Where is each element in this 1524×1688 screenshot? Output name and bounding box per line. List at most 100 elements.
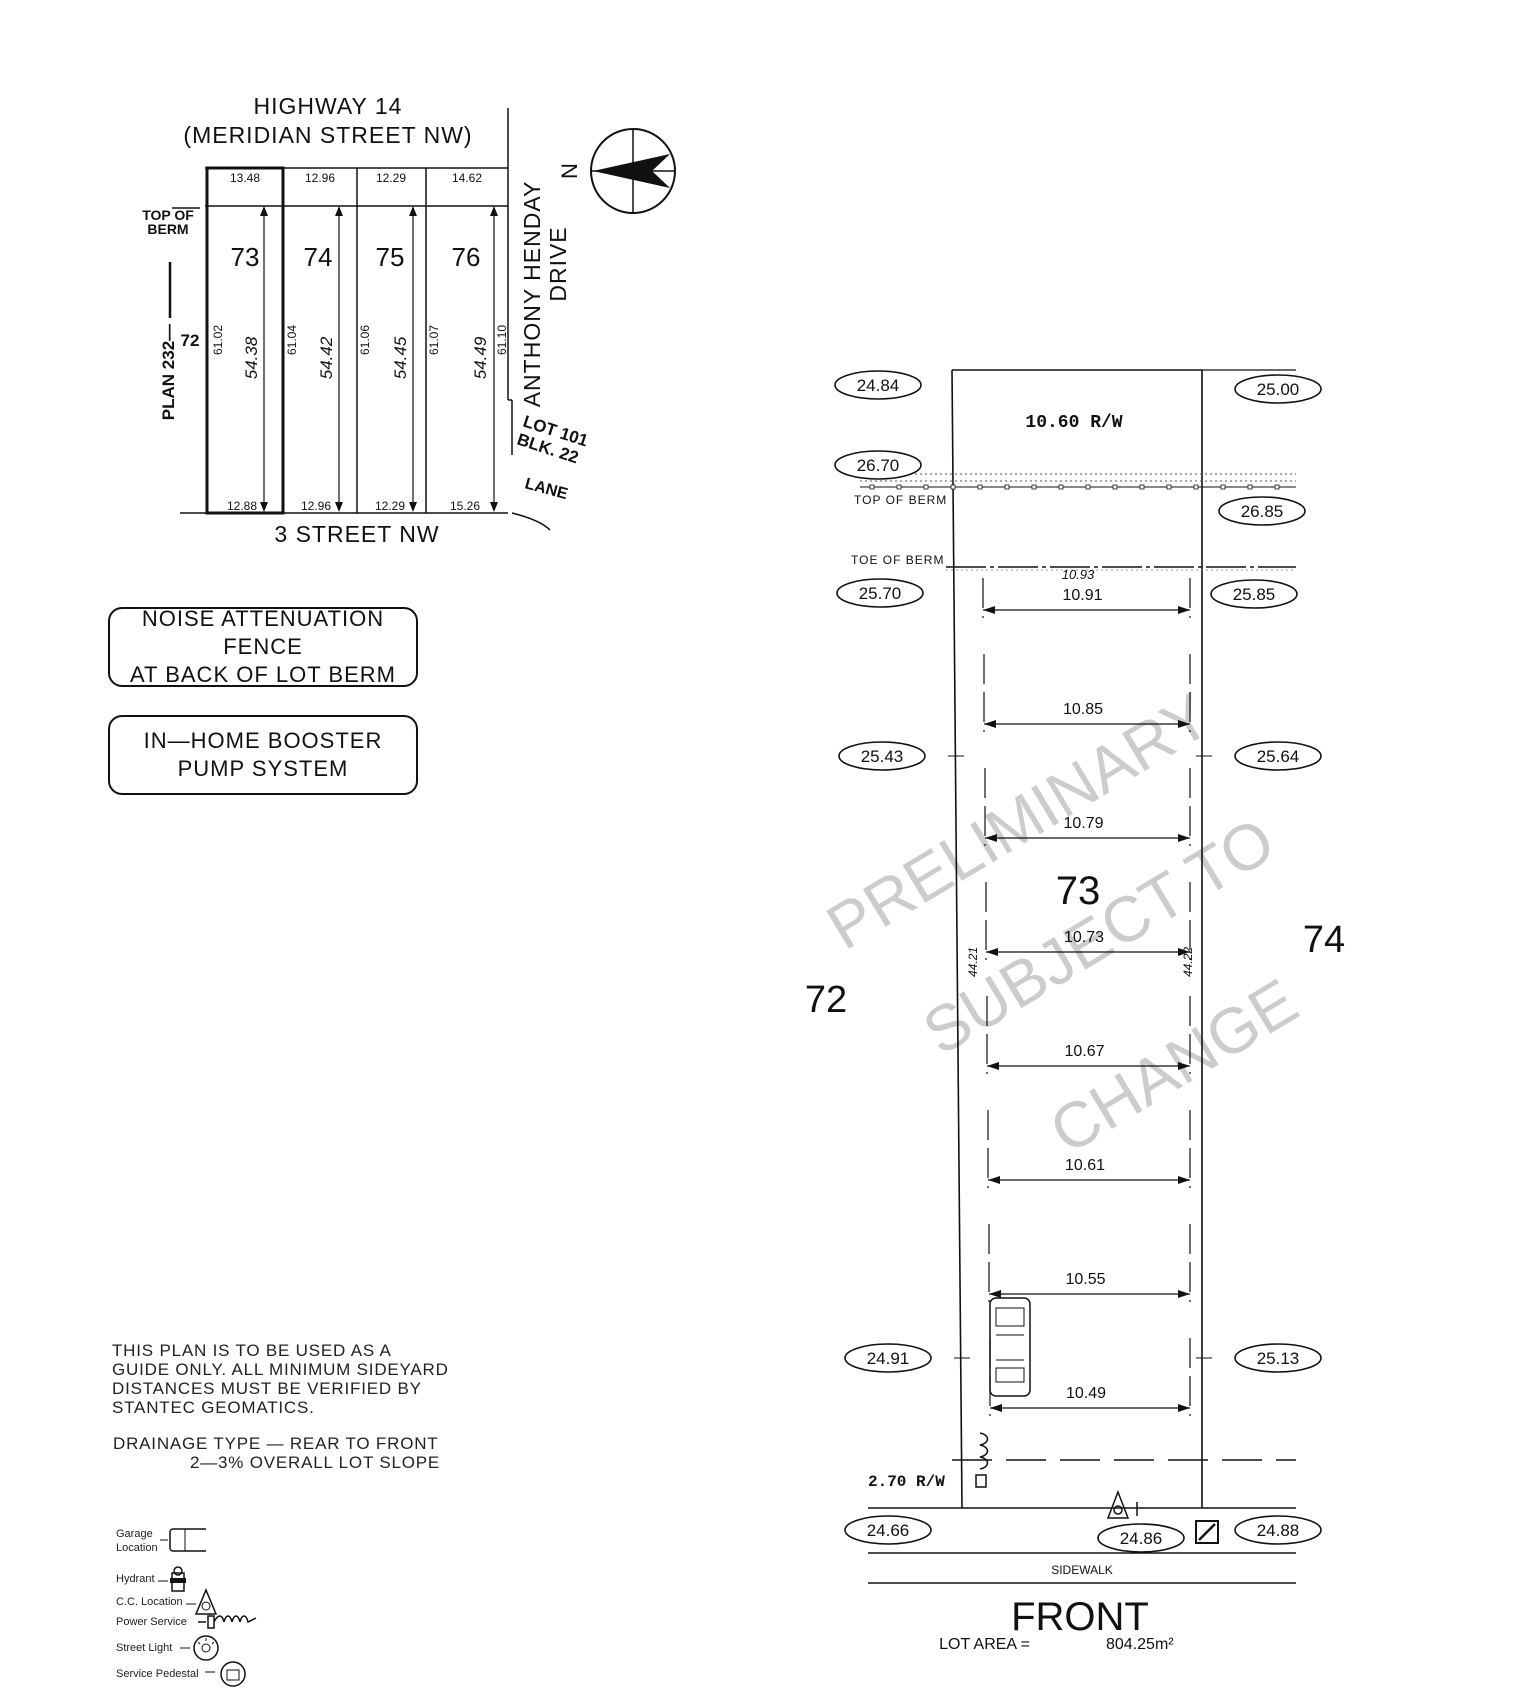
front-rw-label: 2.70 R/W bbox=[868, 1473, 945, 1491]
booster-pump-line1: IN—HOME BOOSTER bbox=[143, 728, 383, 753]
hydrant-icon bbox=[157, 1566, 186, 1592]
key-lot-75-side-dim: 61.06 bbox=[358, 325, 372, 355]
fence-note-line1: NOISE ATTENUATION FENCE bbox=[141, 606, 385, 659]
side-depth-left: 44.21 bbox=[966, 947, 980, 977]
svg-text:24.66: 24.66 bbox=[867, 1521, 910, 1540]
legend-cc-label: C.C. Location bbox=[116, 1596, 183, 1608]
svg-text:24.84: 24.84 bbox=[857, 376, 900, 395]
key-top-of-berm-2: BERM bbox=[147, 221, 188, 237]
key-bottom-street: 3 STREET NW bbox=[274, 521, 439, 547]
fence-posts bbox=[869, 484, 1280, 490]
elevation-mid-right: 25.64 bbox=[1234, 741, 1322, 771]
legend-service-pedestal: Service Pedestal bbox=[116, 1660, 257, 1688]
key-lot-76-number: 76 bbox=[452, 242, 481, 272]
width-dim-3: 10.79 bbox=[1063, 815, 1103, 832]
top-of-berm-label: TOP OF BERM bbox=[854, 493, 947, 507]
booster-pump-note-box: IN—HOME BOOSTER PUMP SYSTEM bbox=[108, 715, 418, 795]
garage-location-icon bbox=[989, 1297, 1031, 1397]
key-lot-75-bottom-dim: 12.29 bbox=[375, 499, 405, 513]
sidewalk-label: SIDEWALK bbox=[1051, 1563, 1113, 1577]
legend-street-light-label: Street Light bbox=[116, 1642, 173, 1654]
lot-slope: 2—3% OVERALL LOT SLOPE bbox=[190, 1453, 441, 1472]
key-lane-label: LANE bbox=[523, 475, 570, 503]
key-lot-73-outline bbox=[205, 166, 285, 515]
key-lot-73-depth: 54.38 bbox=[242, 336, 261, 379]
legend-power-label: Power Service bbox=[116, 1616, 187, 1628]
width-dim-1: 10.91 bbox=[1062, 587, 1102, 604]
key-lot-72-number: 72 bbox=[181, 331, 200, 350]
key-lot-74-number: 74 bbox=[304, 242, 333, 272]
toe-of-berm-label: TOE OF BERM bbox=[851, 553, 944, 567]
elevation-rear-right: 25.00 bbox=[1234, 374, 1322, 404]
legend-hydrant-label: Hydrant bbox=[116, 1573, 155, 1585]
elevation-mid-left: 25.43 bbox=[838, 741, 926, 771]
lot-left-boundary bbox=[951, 369, 963, 1509]
key-plan: HIGHWAY 14 (MERIDIAN STREET NW) 13.48 12… bbox=[142, 93, 676, 547]
guide-disclaimer: THIS PLAN IS TO BE USED AS A GUIDE ONLY.… bbox=[112, 1341, 449, 1417]
cc-location-icon bbox=[1106, 1489, 1138, 1519]
legend-hydrant: Hydrant bbox=[116, 1565, 192, 1593]
elevation-berm-right: 26.85 bbox=[1218, 496, 1306, 526]
power-service-icon bbox=[975, 1432, 989, 1488]
width-dim-6: 10.61 bbox=[1065, 1157, 1105, 1174]
svg-text:24.88: 24.88 bbox=[1257, 1521, 1300, 1540]
elevation-street-left: 24.66 bbox=[844, 1515, 932, 1545]
power-service-icon bbox=[197, 1615, 257, 1629]
key-lot-74-bottom-dim: 12.96 bbox=[301, 499, 331, 513]
north-arrow-icon bbox=[590, 128, 676, 214]
highway-title: HIGHWAY 14 bbox=[254, 93, 403, 119]
north-label: N bbox=[557, 163, 582, 179]
neighbor-lot-left: 72 bbox=[805, 979, 847, 1021]
svg-text:25.70: 25.70 bbox=[859, 584, 902, 603]
svg-text:25.64: 25.64 bbox=[1257, 747, 1300, 766]
width-dim-7: 10.55 bbox=[1065, 1271, 1105, 1288]
legend-cc-location: C.C. Location bbox=[116, 1588, 222, 1616]
legend-garage-label: Garage Location bbox=[116, 1528, 158, 1554]
berm-width-dim: 10.93 bbox=[1062, 567, 1095, 582]
elevation-street-right: 24.88 bbox=[1234, 1515, 1322, 1545]
key-lot-75-number: 75 bbox=[376, 242, 405, 272]
elevation-toe-right: 25.85 bbox=[1210, 579, 1298, 609]
key-lot-74-side-dim: 61.04 bbox=[285, 325, 299, 355]
legend-pedestal-label: Service Pedestal bbox=[116, 1668, 199, 1680]
svg-text:25.85: 25.85 bbox=[1233, 585, 1276, 604]
width-dim-8: 10.49 bbox=[1066, 1385, 1106, 1402]
street-light-icon bbox=[180, 1635, 220, 1661]
key-lot-73-side-dim: 61.02 bbox=[211, 325, 225, 355]
key-lot-75-depth: 54.45 bbox=[391, 336, 410, 379]
elevation-berm-left: 26.70 bbox=[834, 450, 922, 480]
width-dim-2: 10.85 bbox=[1063, 701, 1103, 718]
key-lot-73-number: 73 bbox=[231, 242, 260, 272]
width-dim-5: 10.67 bbox=[1064, 1043, 1104, 1060]
elevation-front-right: 25.13 bbox=[1234, 1343, 1322, 1373]
key-lot-73-top-dim: 13.48 bbox=[230, 171, 260, 185]
key-drive-line2: DRIVE bbox=[545, 226, 571, 301]
front-label: FRONT bbox=[1011, 1595, 1149, 1639]
elevation-rear-left: 24.84 bbox=[834, 370, 922, 400]
rear-rw-label: 10.60 R/W bbox=[1025, 413, 1122, 433]
legend-street-light: Street Light bbox=[116, 1633, 230, 1663]
lot-area-value: 804.25m² bbox=[1106, 1636, 1174, 1653]
fence-note-box: NOISE ATTENUATION FENCE AT BACK OF LOT B… bbox=[108, 606, 418, 687]
lot-plan: PRELIMINARY SUBJECT TO CHANGE TOP OF BER… bbox=[805, 369, 1345, 1653]
legend-garage: Garage Location bbox=[116, 1526, 206, 1556]
booster-pump-line2: PUMP SYSTEM bbox=[177, 756, 349, 781]
lot-area-label: LOT AREA = bbox=[939, 1636, 1030, 1653]
svg-text:24.91: 24.91 bbox=[867, 1349, 910, 1368]
service-pedestal-icon bbox=[1195, 1520, 1219, 1544]
highway-subtitle: (MERIDIAN STREET NW) bbox=[183, 122, 472, 148]
legend-power-service: Power Service bbox=[116, 1612, 264, 1632]
garage-icon bbox=[159, 1528, 206, 1552]
key-lot-74-depth: 54.42 bbox=[317, 336, 336, 379]
drainage-type: DRAINAGE TYPE — REAR TO FRONT bbox=[113, 1434, 439, 1453]
cc-location-icon bbox=[185, 1588, 217, 1615]
lot-number-main: 73 bbox=[1056, 869, 1101, 913]
fence-note-line2: AT BACK OF LOT BERM bbox=[130, 662, 396, 687]
key-lot-76-top-dim: 14.62 bbox=[452, 171, 482, 185]
key-lot-76-side-dim: 61.07 bbox=[427, 325, 441, 355]
key-lot-73-bottom-dim: 12.88 bbox=[227, 499, 257, 513]
key-right-edge-dim: 61.10 bbox=[495, 325, 509, 355]
side-depth-right: 44.22 bbox=[1181, 947, 1195, 977]
key-lot-75-top-dim: 12.29 bbox=[376, 171, 406, 185]
svg-text:25.13: 25.13 bbox=[1257, 1349, 1300, 1368]
